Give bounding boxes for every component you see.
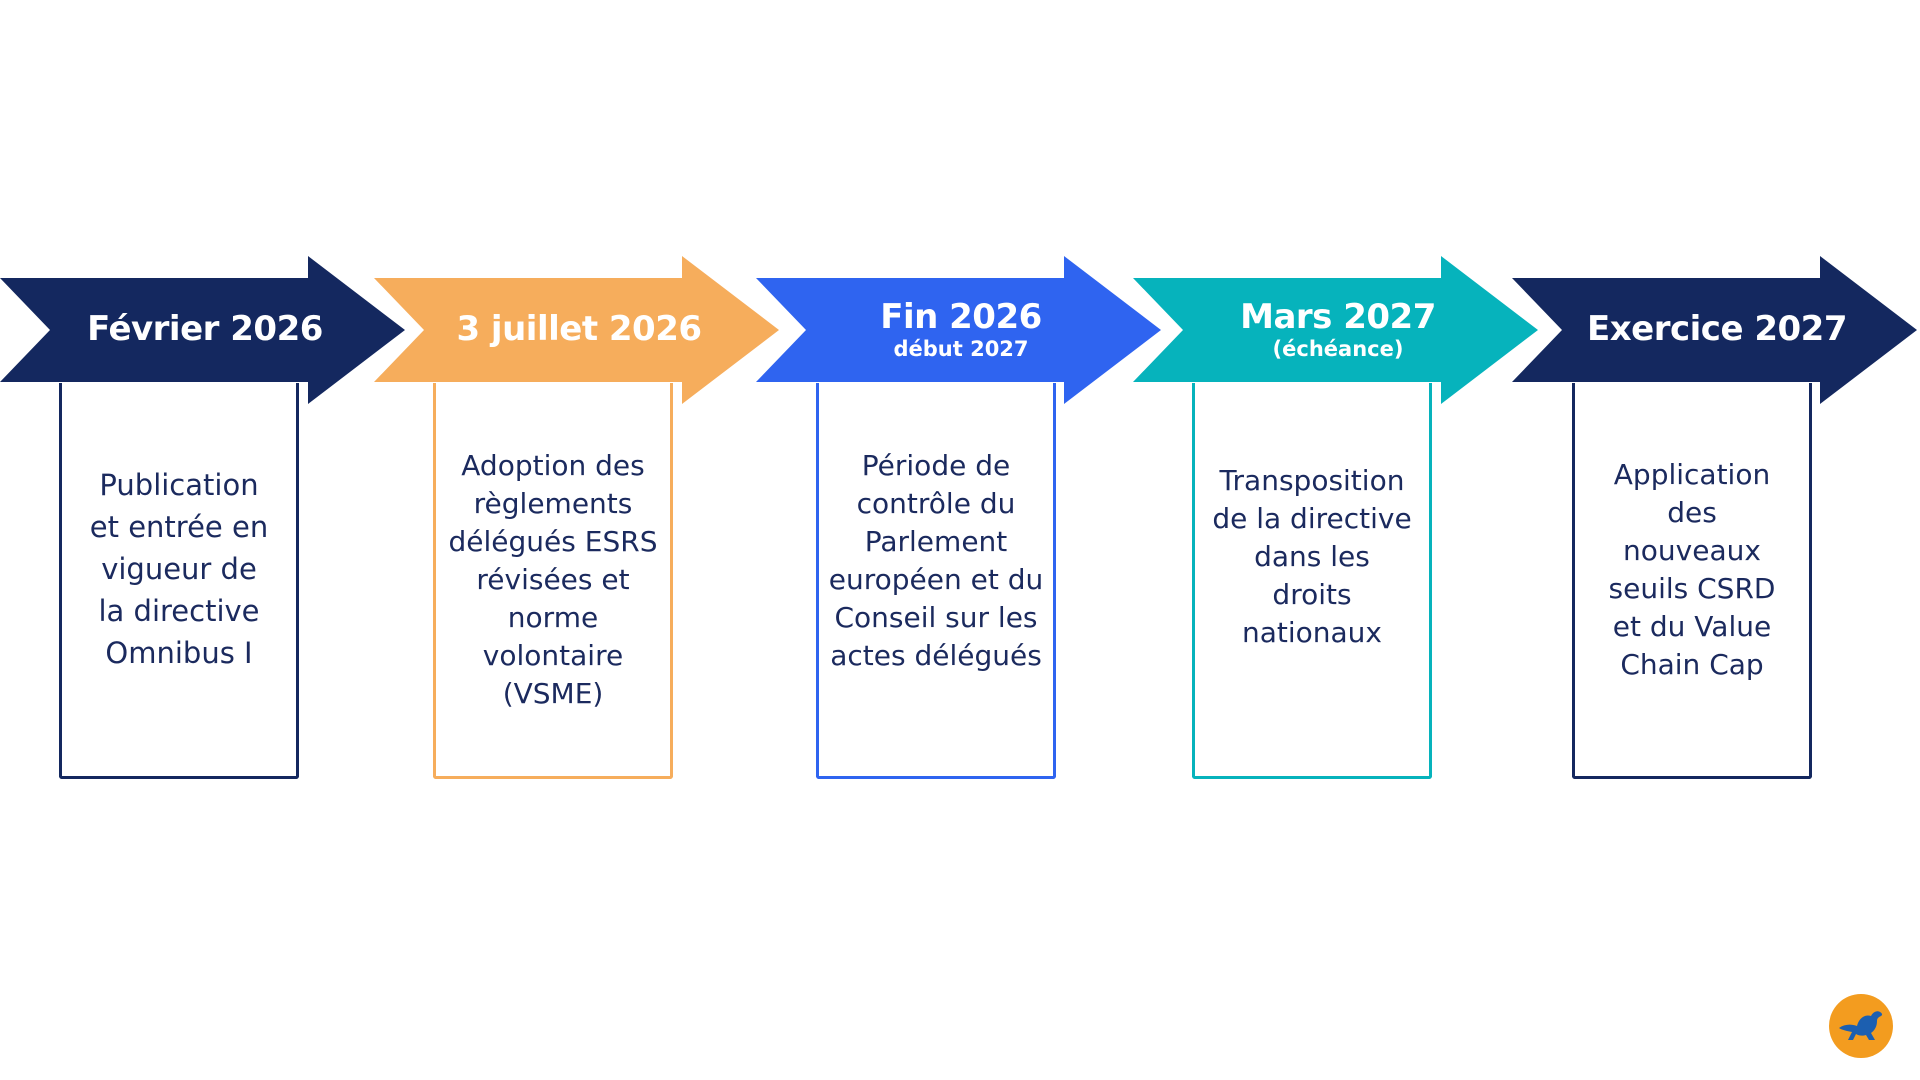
step-date: Exercice 2027	[1587, 309, 1847, 350]
arrow-label: Mars 2027 (échéance)	[1163, 256, 1513, 404]
step-description: Période de contrôle du Parlement europée…	[828, 449, 1044, 672]
arrow-shape	[1133, 256, 1538, 404]
step-description: Transposition de la directive dans les d…	[1212, 464, 1412, 649]
step-date: Mars 2027	[1240, 297, 1436, 338]
description-box: Transposition de la directive dans les d…	[1192, 383, 1432, 779]
step-arrow: Exercice 2027	[1512, 256, 1917, 404]
logo-graphic	[1829, 994, 1893, 1058]
description-box: Adoption des règlements délégués ESRS ré…	[433, 383, 673, 779]
arrow-label: Exercice 2027	[1542, 256, 1892, 404]
step-arrow: 3 juillet 2026	[374, 256, 779, 404]
arrow-shape	[1512, 256, 1917, 404]
step-arrow: Fin 2026 début 2027	[756, 256, 1161, 404]
description-box: Application des nouveaux seuils CSRD et …	[1572, 383, 1812, 779]
step-date: 3 juillet 2026	[456, 309, 702, 350]
step-subtitle: début 2027	[893, 336, 1029, 361]
step-date: Fin 2026	[880, 297, 1042, 338]
step-arrow: Février 2026	[0, 256, 405, 404]
arrow-shape	[756, 256, 1161, 404]
arrow-shape	[0, 256, 405, 404]
step-subtitle: (échéance)	[1272, 336, 1404, 361]
step-description: Publication et entrée en vigueur de la d…	[89, 468, 269, 670]
description-box: Période de contrôle du Parlement europée…	[816, 383, 1056, 779]
kangaroo-logo-icon	[1829, 994, 1893, 1058]
step-arrow: Mars 2027 (échéance)	[1133, 256, 1538, 404]
description-box: Publication et entrée en vigueur de la d…	[59, 383, 299, 779]
step-date: Février 2026	[87, 309, 323, 350]
arrow-label: 3 juillet 2026	[404, 256, 754, 404]
arrow-shape	[374, 256, 779, 404]
step-description: Adoption des règlements délégués ESRS ré…	[448, 449, 658, 710]
step-description: Application des nouveaux seuils CSRD et …	[1608, 458, 1776, 681]
arrow-label: Février 2026	[30, 256, 380, 404]
arrow-label: Fin 2026 début 2027	[786, 256, 1136, 404]
